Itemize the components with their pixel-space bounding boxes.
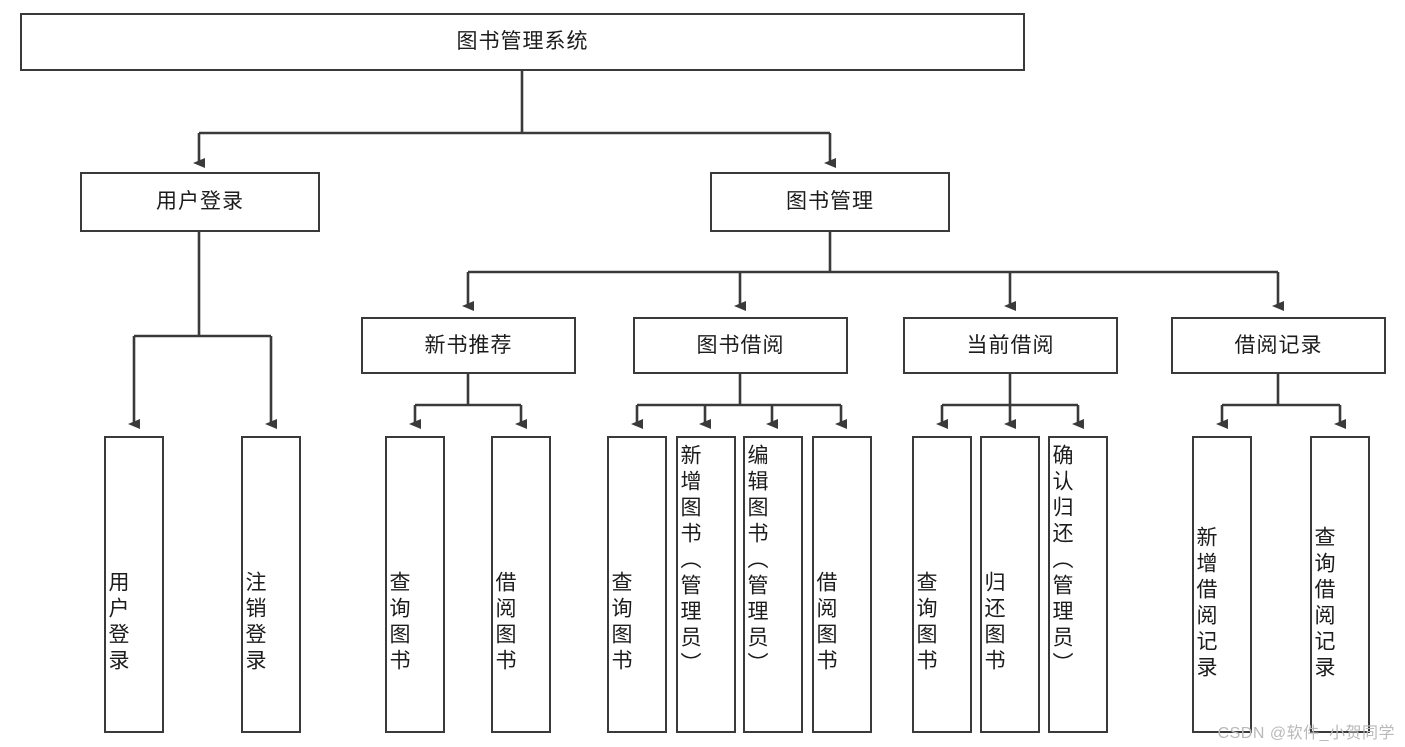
node-label: 新书推荐 bbox=[424, 333, 513, 357]
node-leaf-borrow-book-recommend[interactable]: 借阅图书 bbox=[491, 436, 551, 733]
node-book-borrow[interactable]: 图书借阅 bbox=[633, 317, 848, 374]
node-label: 查询借阅记录 bbox=[1312, 525, 1336, 682]
node-label: 查询图书 bbox=[914, 570, 938, 675]
node-leaf-edit-book-admin[interactable]: 编辑图书（管理员） bbox=[743, 436, 803, 733]
node-label: 当前借阅 bbox=[966, 333, 1055, 357]
node-label: 编辑图书（管理员） bbox=[745, 444, 769, 678]
node-new-book-recommend[interactable]: 新书推荐 bbox=[361, 317, 576, 374]
node-label: 新增借阅记录 bbox=[1194, 525, 1218, 682]
node-root-book-management-system[interactable]: 图书管理系统 bbox=[20, 13, 1025, 71]
node-label: 查询图书 bbox=[387, 570, 411, 675]
node-label: 查询图书 bbox=[609, 570, 633, 675]
node-leaf-query-borrow-record[interactable]: 查询借阅记录 bbox=[1310, 436, 1370, 733]
node-leaf-user-login[interactable]: 用户登录 bbox=[104, 436, 164, 733]
node-book-management[interactable]: 图书管理 bbox=[710, 172, 950, 232]
csdn-watermark: CSDN @软件_小贺同学 bbox=[1217, 725, 1395, 742]
node-current-borrow[interactable]: 当前借阅 bbox=[903, 317, 1118, 374]
node-label: 用户登录 bbox=[106, 570, 130, 675]
node-label: 图书管理系统 bbox=[456, 30, 589, 54]
node-label: 借阅图书 bbox=[493, 570, 517, 675]
node-label: 注销登录 bbox=[243, 570, 267, 675]
node-leaf-add-book-admin[interactable]: 新增图书（管理员） bbox=[676, 436, 736, 733]
node-leaf-logout[interactable]: 注销登录 bbox=[241, 436, 301, 733]
node-label: 用户登录 bbox=[156, 190, 244, 214]
node-leaf-borrow-book[interactable]: 借阅图书 bbox=[812, 436, 872, 733]
node-label: 新增图书（管理员） bbox=[678, 444, 702, 678]
node-leaf-query-book-current[interactable]: 查询图书 bbox=[912, 436, 972, 733]
node-user-login[interactable]: 用户登录 bbox=[80, 172, 320, 232]
node-leaf-query-book-borrow[interactable]: 查询图书 bbox=[607, 436, 667, 733]
node-borrow-record[interactable]: 借阅记录 bbox=[1171, 317, 1386, 374]
node-leaf-confirm-return-admin[interactable]: 确认归还（管理员） bbox=[1048, 436, 1108, 733]
node-label: 借阅记录 bbox=[1234, 333, 1323, 357]
node-leaf-return-book[interactable]: 归还图书 bbox=[980, 436, 1040, 733]
node-label: 归还图书 bbox=[982, 570, 1006, 675]
node-label: 图书借阅 bbox=[696, 333, 785, 357]
node-label: 确认归还（管理员） bbox=[1050, 444, 1074, 678]
node-label: 图书管理 bbox=[786, 190, 874, 214]
node-leaf-add-borrow-record[interactable]: 新增借阅记录 bbox=[1192, 436, 1252, 733]
node-label: 借阅图书 bbox=[814, 570, 838, 675]
node-leaf-query-book-recommend[interactable]: 查询图书 bbox=[385, 436, 445, 733]
